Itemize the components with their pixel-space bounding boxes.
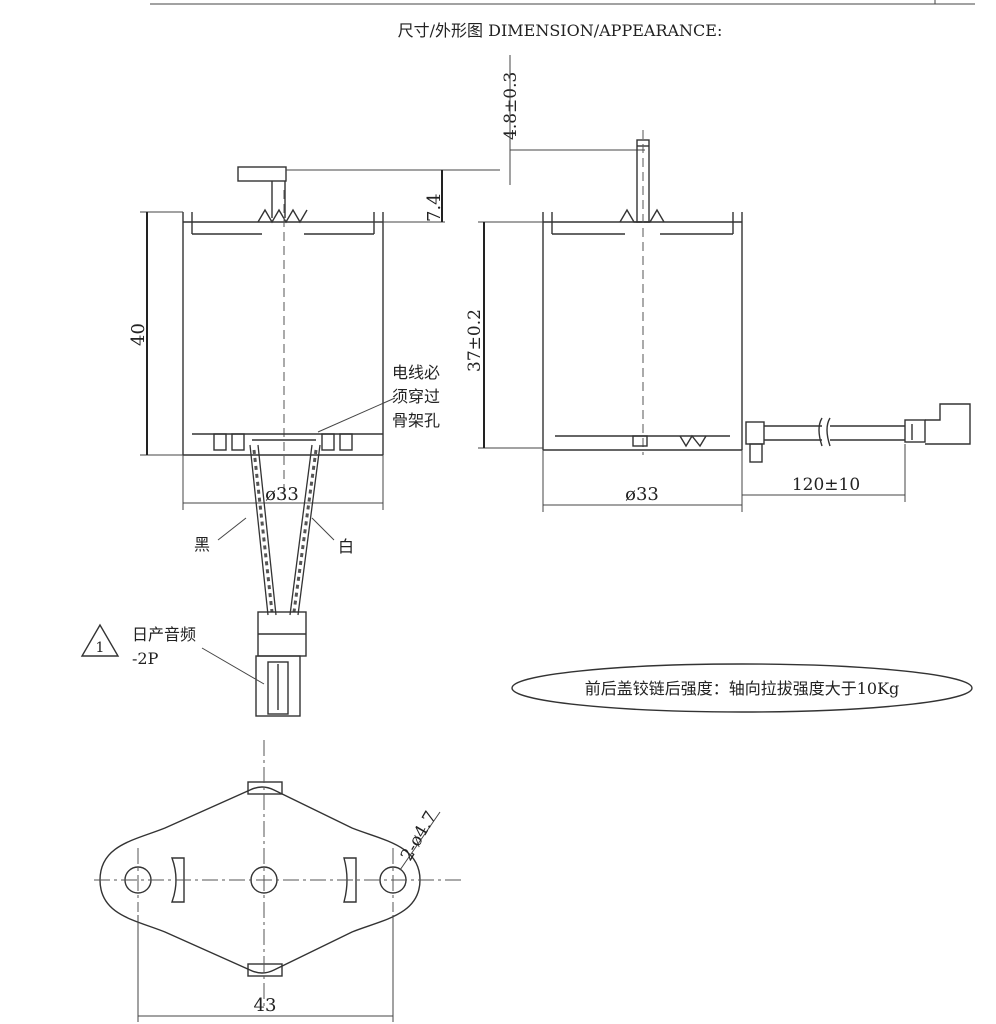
pull-strength-text: 前后盖铰链后强度：轴向拉拔强度大于10Kg bbox=[585, 679, 900, 698]
dim-body-dia-side: ø33 bbox=[625, 484, 659, 505]
dim-lead-length: 120±10 bbox=[792, 475, 860, 495]
dim-mount-width: 43 bbox=[254, 995, 277, 1016]
side-view bbox=[478, 130, 971, 512]
wire-note-line-3: 骨架孔 bbox=[392, 411, 440, 430]
dim-plunger-dia: 4.8±0.3 bbox=[501, 72, 521, 140]
connector-label-line-2: -2P bbox=[132, 649, 159, 668]
page-title: 尺寸/外形图 DIMENSION/APPEARANCE: bbox=[398, 21, 723, 40]
black-wire-label: 黑 bbox=[194, 535, 210, 554]
white-wire-label: 白 bbox=[338, 537, 354, 556]
dim-body-dia-front: ø33 bbox=[265, 484, 299, 505]
dim-body-height-front: 40 bbox=[128, 323, 149, 346]
dim-plunger-stroke: 7.4 bbox=[424, 193, 445, 222]
dim-mount-holes: 2-ø4.7 bbox=[397, 808, 441, 865]
wire-note-leader bbox=[317, 397, 396, 433]
warning-number: 1 bbox=[96, 640, 105, 656]
dim-body-height-side: 37±0.2 bbox=[465, 309, 485, 372]
warning-triangle-icon bbox=[80, 623, 120, 657]
wire-note-line-2: 须穿过 bbox=[392, 387, 440, 406]
wire-note-line-1: 电线必 bbox=[392, 363, 440, 382]
pull-strength-note bbox=[511, 663, 973, 713]
connector-label-line-1: 日产音频 bbox=[132, 625, 196, 644]
bottom-view bbox=[94, 740, 465, 1022]
front-view bbox=[140, 166, 500, 717]
